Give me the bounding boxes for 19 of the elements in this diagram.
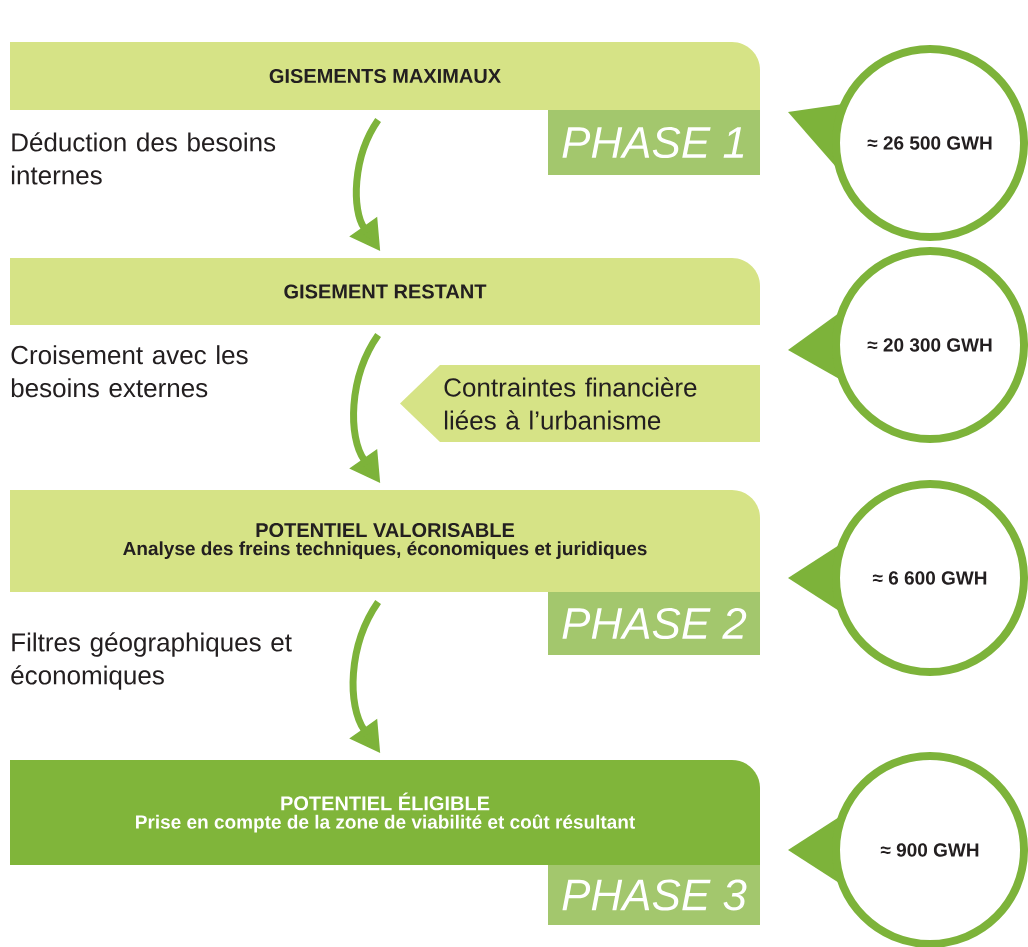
phase-tab: PHASE 3 xyxy=(548,865,760,925)
value-bubble: ≈ 26 500 GWH xyxy=(788,45,1028,241)
edge-label: Filtres géographiques et économiques xyxy=(11,632,292,690)
edge-label: Déduction des besoins internes xyxy=(11,132,276,185)
node-label: ≈ 20 300 GWH xyxy=(867,338,992,352)
node-label: ≈ 26 500 GWH xyxy=(867,136,992,150)
band: GISEMENTS MAXIMAUX xyxy=(10,42,760,110)
value-bubble: ≈ 20 300 GWH xyxy=(788,247,1028,443)
value-bubble: ≈ 6 600 GWH xyxy=(788,480,1028,676)
band: GISEMENT RESTANT xyxy=(10,258,760,325)
band: POTENTIEL VALORISABLE Analyse des freins techniques, économiques et juridiques xyxy=(10,490,760,592)
value-bubble: ≈ 900 GWH xyxy=(788,752,1028,947)
pointer-box: Contraintes financière liées à l’urbanisme xyxy=(400,365,760,442)
node-label: ≈ 900 GWH xyxy=(880,843,979,857)
phase-tab: PHASE 1 xyxy=(548,110,760,175)
phase-tab: PHASE 2 xyxy=(548,592,760,655)
edge-label: Croisement avec les besoins externes xyxy=(11,345,248,398)
band: POTENTIEL ÉLIGIBLE Prise en compte de la zone de viabilité et coût résultant xyxy=(10,760,760,865)
node-label: ≈ 6 600 GWH xyxy=(872,571,987,585)
